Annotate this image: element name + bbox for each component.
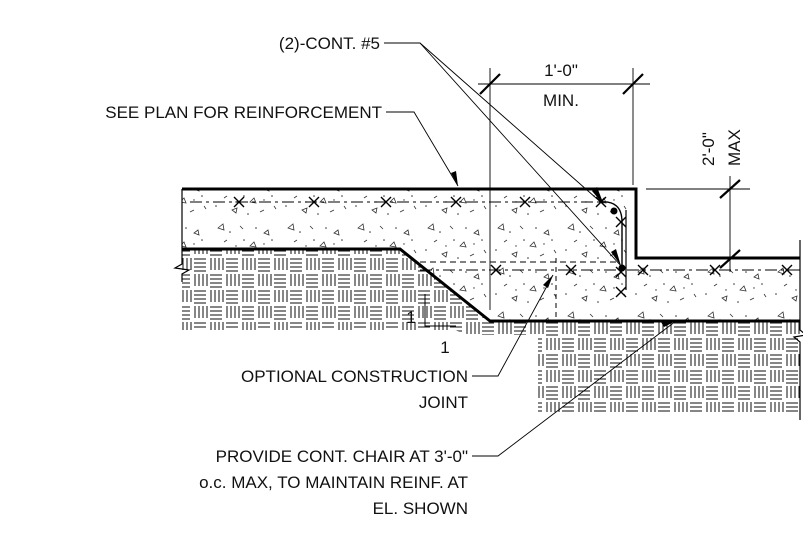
label-chair-line3: EL. SHOWN [373, 499, 468, 518]
dim-horizontal-note: MIN. [543, 91, 579, 110]
slope-run: 1 [440, 338, 449, 357]
label-see-plan: SEE PLAN FOR REINFORCEMENT [105, 103, 382, 122]
dim-vertical-value: 2'-0" [699, 132, 718, 166]
slope-rise: 1 [406, 308, 415, 327]
label-optional-joint-line1: OPTIONAL CONSTRUCTION [241, 367, 468, 386]
label-cont-bars: (2)-CONT. #5 [279, 34, 380, 53]
dim-vertical-note: MAX [725, 129, 744, 166]
reinforcement [190, 196, 800, 298]
subgrade-hatch [182, 249, 800, 455]
concrete-slab [173, 187, 803, 420]
dimension-vertical [646, 176, 750, 272]
slope-indicator [424, 294, 456, 327]
label-optional-joint-line2: JOINT [419, 393, 468, 412]
label-chair-line1: PROVIDE CONT. CHAIR AT 3'-0" [216, 447, 468, 466]
leader-lines [384, 42, 677, 457]
leader-arrowheads [451, 171, 676, 327]
dimension-horizontal [478, 68, 650, 310]
dim-horizontal-value: 1'-0" [544, 61, 578, 80]
label-chair-line2: o.c. MAX, TO MAINTAIN REINF. AT [199, 473, 468, 492]
